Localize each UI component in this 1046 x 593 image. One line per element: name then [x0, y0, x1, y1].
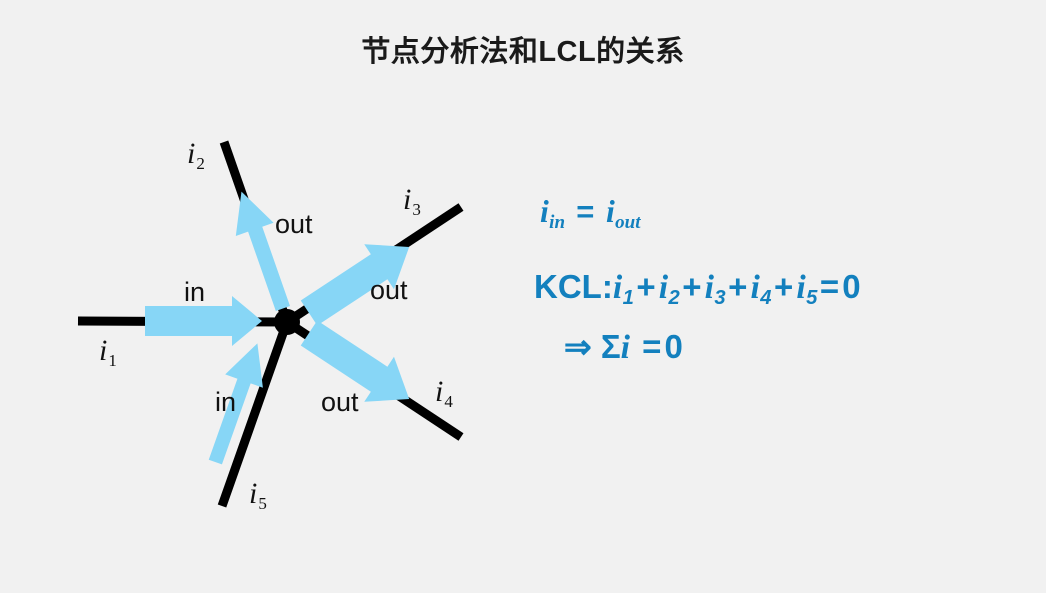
current-label-i2: i2: [187, 137, 205, 173]
eq-equals-1: =: [576, 194, 595, 229]
eq-rhs-symbol: iout: [605, 194, 641, 233]
equation-kcl: KCL:i1+i2+i3+i4+i5=0: [534, 267, 1004, 309]
kcl-term-4: i4: [750, 268, 772, 309]
kcl-term-3: i3: [704, 268, 726, 309]
eq-lhs-subscript: in: [549, 211, 565, 233]
current-subscript-i1: 1: [108, 351, 117, 370]
kcl-term-2: i2: [658, 268, 680, 309]
sigma-symbol: Σ: [600, 328, 621, 366]
flow-label-i4: out: [321, 387, 359, 417]
flow-arrows-group: [145, 191, 410, 465]
implies-arrow-icon: ⇒: [564, 328, 592, 366]
eq-rhs-subscript: out: [615, 211, 641, 233]
arrow-i1-in: [145, 296, 262, 346]
junction-node: [274, 309, 300, 335]
current-symbol-i5: i: [249, 477, 258, 510]
eq-lhs-symbol: iin: [540, 194, 565, 233]
kcl-plus-4: +: [774, 267, 794, 305]
wire-i5: [217, 320, 292, 508]
flow-label-i3: out: [370, 275, 408, 305]
diagram-svg: [77, 140, 464, 508]
kcl-prefix: KCL:: [534, 267, 613, 305]
flow-label-i2: out: [275, 209, 313, 239]
kcl-plus-3: +: [728, 267, 748, 305]
current-label-i3: i3: [403, 183, 421, 219]
sum-symbol-i: i: [620, 329, 630, 367]
kcl-equals: =: [819, 267, 840, 305]
arrow-i5-in: [208, 343, 263, 465]
page-title: 节点分析法和LCL的关系: [361, 36, 685, 68]
current-node-diagram: in out out out in i1 i2 i3 i4 i5: [0, 0, 520, 588]
equation-in-equals-out: iin = iout: [540, 194, 1004, 233]
equation-sum-i: ⇒ Σi =0: [564, 330, 1004, 365]
kcl-result: 0: [842, 267, 861, 305]
current-label-i4: i4: [435, 375, 453, 411]
current-symbol-i4: i: [435, 375, 444, 408]
flow-label-i5: in: [215, 387, 237, 417]
current-symbol-i3: i: [403, 183, 412, 216]
flow-label-i1: in: [184, 277, 206, 307]
kcl-term-5: i5: [796, 268, 818, 309]
arrow-i4-out: [300, 320, 410, 402]
current-subscript-i2: 2: [196, 154, 205, 173]
equations-panel: iin = iout KCL:i1+i2+i3+i4+i5=0 ⇒ Σi =0: [534, 196, 1004, 365]
current-label-i5: i5: [249, 477, 267, 513]
sum-result: 0: [664, 328, 683, 366]
current-subscript-i5: 5: [258, 494, 267, 513]
arrow-i2-out: [235, 191, 290, 311]
current-subscript-i3: 3: [412, 200, 421, 219]
current-subscript-i4: 4: [444, 392, 453, 411]
sum-equals: =: [642, 328, 662, 366]
kcl-term-1: i1: [612, 268, 634, 309]
current-symbol-i1: i: [99, 334, 108, 367]
kcl-plus-1: +: [636, 267, 656, 305]
arrow-i3-out: [300, 244, 410, 326]
kcl-plus-2: +: [682, 267, 702, 305]
current-symbol-i2: i: [187, 137, 196, 170]
current-label-i1: i1: [99, 334, 117, 370]
